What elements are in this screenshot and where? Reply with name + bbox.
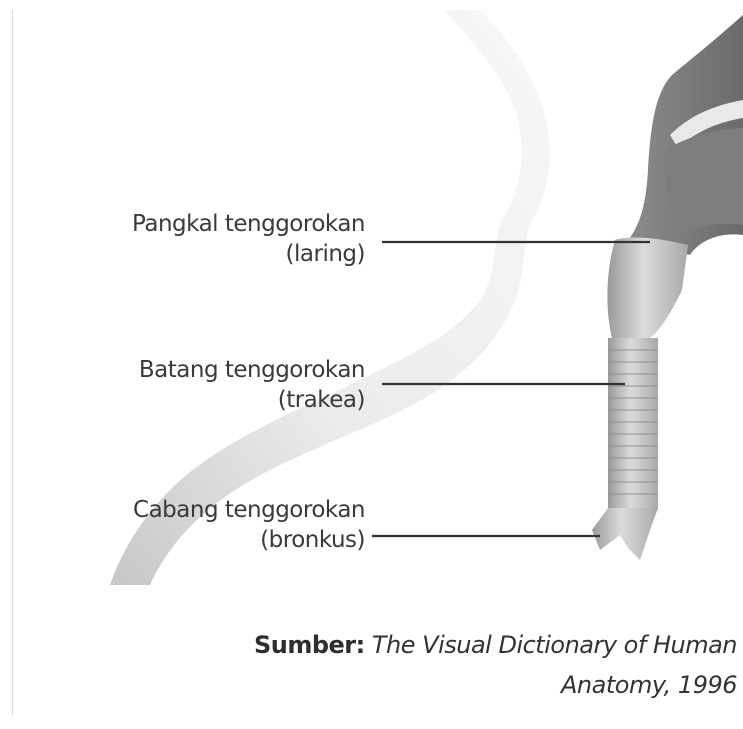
label-trachea-term: Batang tenggorokan — [139, 355, 365, 385]
source-title-line1: The Visual Dictionary of Human — [372, 631, 737, 659]
source-key: Sumber: — [254, 631, 365, 659]
label-bronchus-latin: (bronkus) — [133, 525, 365, 555]
larynx-shape — [607, 238, 688, 338]
source-title-line2: Anatomy, 1996 — [254, 665, 737, 705]
label-trachea-latin: (trakea) — [139, 385, 365, 415]
label-bronchus-term: Cabang tenggorokan — [133, 495, 365, 525]
label-larynx: Pangkal tenggorokan (laring) — [132, 209, 365, 269]
bronchus-shape — [592, 508, 658, 560]
trachea-shape — [608, 338, 658, 510]
source-caption: Sumber: The Visual Dictionary of Human A… — [254, 625, 737, 705]
label-larynx-latin: (laring) — [132, 239, 365, 269]
label-bronchus: Cabang tenggorokan (bronkus) — [133, 495, 365, 555]
label-trachea: Batang tenggorokan (trakea) — [139, 355, 365, 415]
label-larynx-term: Pangkal tenggorokan — [132, 209, 365, 239]
